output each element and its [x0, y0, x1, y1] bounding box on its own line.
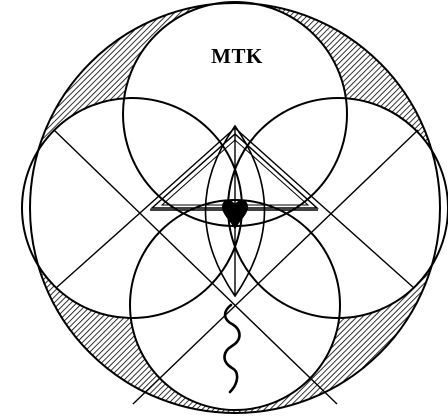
diagram-label: MTK	[211, 44, 263, 68]
